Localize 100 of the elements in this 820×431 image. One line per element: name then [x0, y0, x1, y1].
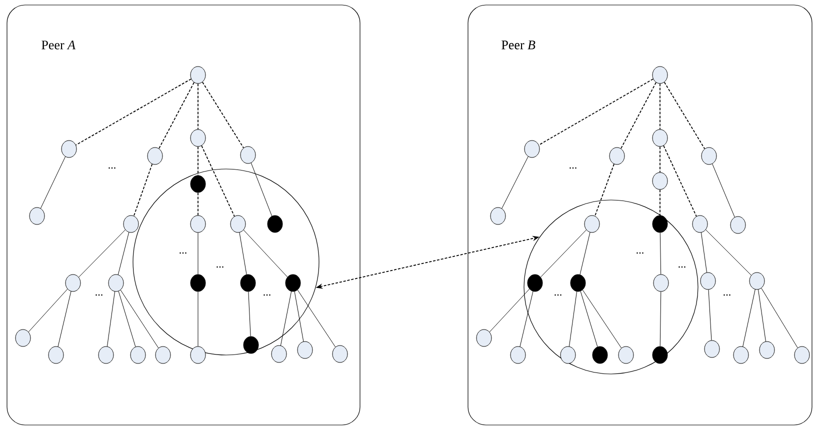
- tree-edge: [582, 290, 622, 348]
- ellipsis: ...: [678, 266, 686, 268]
- tree-edge: [660, 232, 662, 274]
- marked-tree-node: [652, 346, 668, 364]
- tree-edge: [489, 288, 530, 332]
- tree-node: [98, 346, 114, 364]
- tree-edge: [761, 288, 798, 348]
- tree-node: [190, 66, 206, 84]
- tree-node: [15, 329, 31, 347]
- tree-node: [560, 346, 576, 364]
- tree-node: [652, 66, 668, 84]
- tree-edge: [620, 82, 656, 149]
- tree-node: [704, 340, 720, 358]
- marked-tree-node: [267, 215, 283, 233]
- tree-edge: [568, 291, 578, 347]
- tree-edge: [580, 291, 598, 347]
- tree-node: [108, 274, 124, 292]
- tree-node: [733, 346, 749, 364]
- tree-node: [609, 147, 625, 165]
- tree-edge: [118, 232, 130, 275]
- group-circle: [132, 168, 320, 356]
- tree-node: [48, 346, 64, 364]
- tree-node: [190, 346, 206, 364]
- tree-node: [65, 274, 81, 292]
- tree-node: [190, 215, 206, 233]
- tree-edge: [250, 162, 272, 216]
- tree-node: [749, 272, 765, 290]
- tree-edge: [78, 230, 126, 278]
- tree-edge: [58, 291, 72, 347]
- tree-edge: [742, 289, 756, 347]
- tree-node: [794, 346, 810, 364]
- tree-node: [652, 172, 668, 190]
- tree-node: [61, 140, 77, 158]
- tree-edge: [580, 232, 590, 275]
- marked-tree-node: [652, 215, 668, 233]
- tree-node: [652, 129, 668, 147]
- tree-node: [297, 341, 313, 359]
- ellipsis: ...: [264, 294, 270, 296]
- tree-edge: [660, 292, 662, 346]
- tree-edge: [502, 156, 528, 209]
- tree-edge: [594, 164, 614, 216]
- marked-tree-node: [592, 346, 608, 364]
- marked-tree-node: [527, 274, 543, 292]
- tree-edge: [294, 291, 304, 342]
- marked-tree-node: [243, 336, 259, 354]
- tree-node: [730, 216, 746, 234]
- tree-edge: [700, 232, 708, 273]
- tree-node: [618, 346, 634, 364]
- tree-node: [700, 272, 716, 290]
- tree-edge: [540, 230, 587, 278]
- tree-edge: [40, 156, 66, 209]
- tree-node: [510, 346, 526, 364]
- tree-edge: [758, 289, 766, 342]
- tree-node: [271, 345, 287, 363]
- tree-node: [240, 146, 256, 164]
- ellipsis: ...: [570, 167, 576, 169]
- marked-tree-node: [570, 274, 586, 292]
- tree-node: [692, 215, 708, 233]
- tree-node: [130, 346, 146, 364]
- tree-node: [584, 215, 600, 233]
- tree-node: [29, 207, 45, 225]
- ellipsis: ...: [724, 294, 730, 296]
- tree-edge: [158, 82, 194, 149]
- tree-edge: [520, 291, 534, 347]
- tree-node: [332, 345, 348, 363]
- tree-node: [230, 215, 246, 233]
- tree-edge: [106, 291, 116, 347]
- tree-node: [190, 129, 206, 147]
- tree-edge: [712, 164, 735, 218]
- tree-edge: [28, 288, 68, 332]
- tree-edge: [202, 82, 244, 148]
- tree-edge: [708, 289, 712, 341]
- ellipsis: ...: [108, 167, 116, 169]
- tree-edge: [297, 290, 336, 348]
- tree-edge: [75, 78, 192, 146]
- ellipsis: ...: [216, 266, 224, 268]
- marked-tree-node: [190, 274, 206, 292]
- tree-edge: [248, 291, 251, 336]
- marked-tree-node: [190, 175, 206, 193]
- tree-edge: [706, 230, 752, 276]
- tree-edge: [280, 291, 292, 346]
- tree-node: [123, 215, 139, 233]
- group-circle: [524, 200, 698, 374]
- ellipsis: ...: [96, 294, 102, 296]
- tree-edge: [538, 78, 654, 146]
- ellipsis: ...: [180, 252, 186, 254]
- tree-edge: [663, 145, 697, 217]
- tree-node: [490, 207, 506, 225]
- tree-node: [524, 140, 540, 158]
- tree-edge: [120, 290, 159, 348]
- tree-edge: [118, 291, 136, 347]
- tree-edge: [664, 82, 706, 150]
- tree-node: [476, 329, 492, 347]
- tree-node: [759, 341, 775, 359]
- tree-edge: [239, 232, 247, 275]
- tree-edge: [133, 164, 153, 216]
- ellipsis: ...: [636, 252, 644, 254]
- tree-node: [701, 147, 717, 165]
- ellipsis: ...: [554, 294, 562, 296]
- tree-node: [653, 274, 669, 292]
